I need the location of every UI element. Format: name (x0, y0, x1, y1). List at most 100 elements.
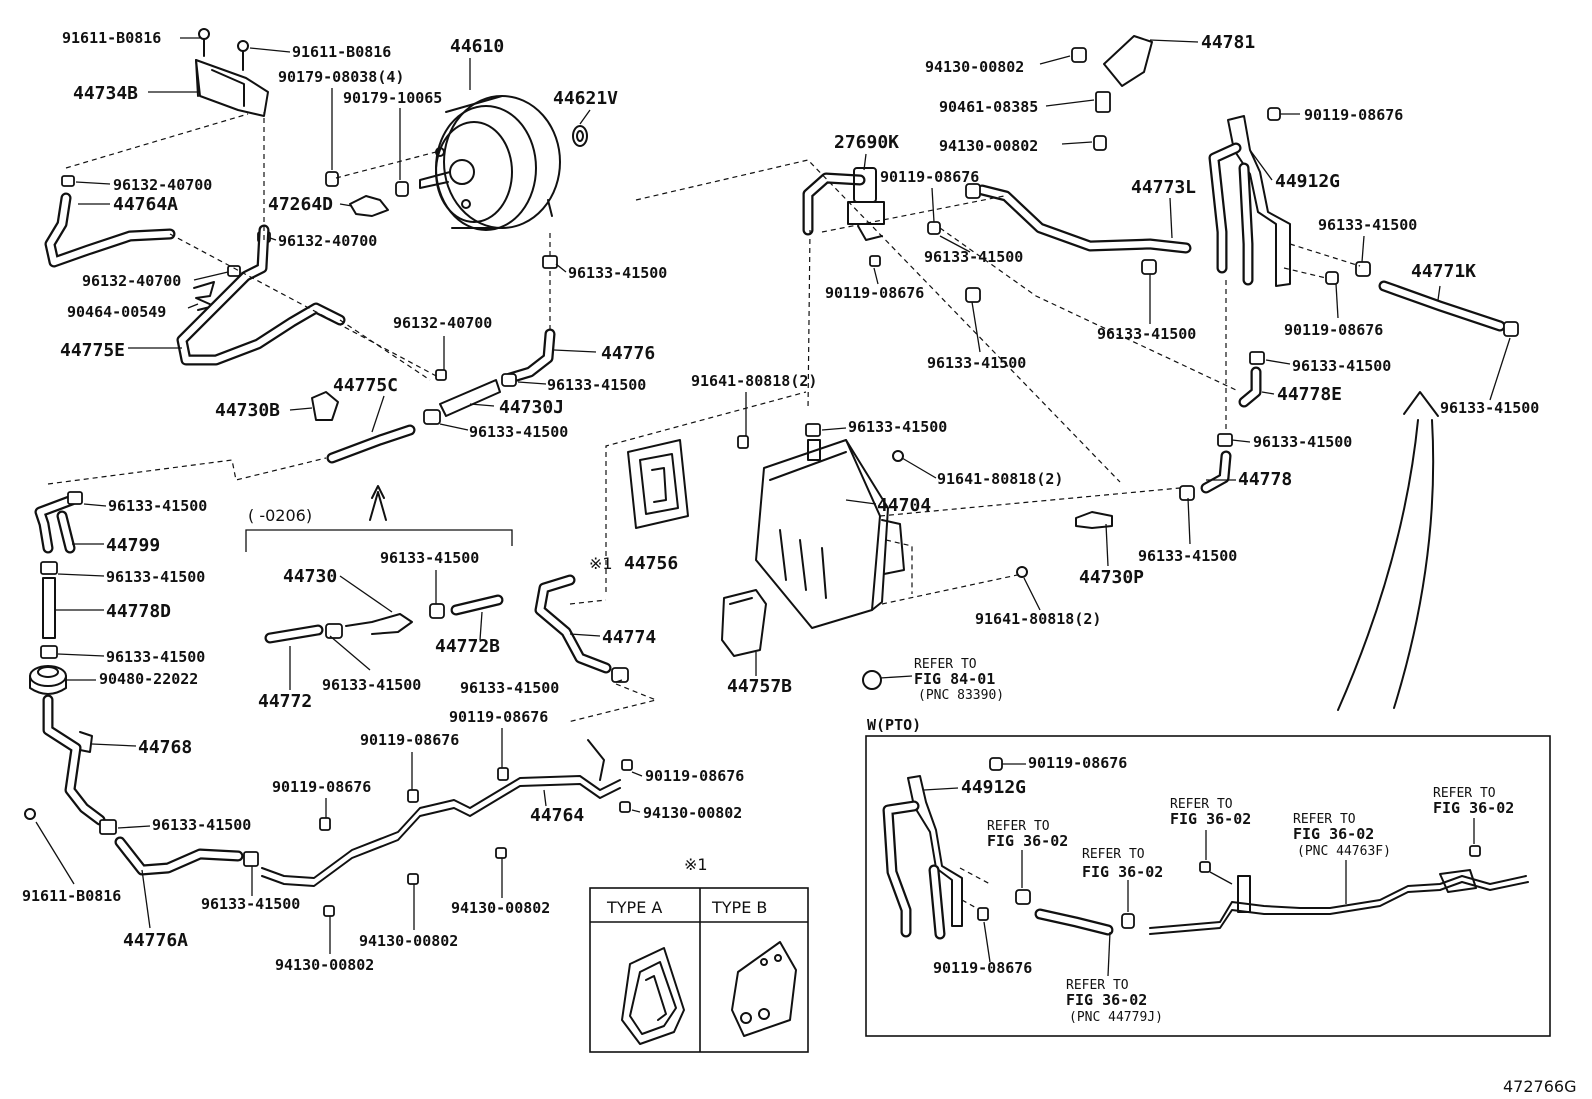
label-94130-e: 94130-00802 (925, 58, 1024, 76)
label-44772b: 44772B (435, 636, 500, 657)
label-96132-d: 96132-40700 (393, 314, 492, 332)
label-44764a: 44764A (113, 194, 178, 215)
wpto-inset-box (865, 735, 1551, 1037)
label-refer-a2: FIG 84-01 (914, 670, 995, 688)
label-96133-m: 96133-41500 (924, 248, 1023, 266)
hose-44774 (534, 574, 629, 683)
label-90119-e: 90119-08676 (880, 168, 979, 186)
label-96132-b: 96132-40700 (278, 232, 377, 250)
label-90480: 90480-22022 (99, 670, 198, 688)
label-96133-d: 96133-41500 (108, 497, 207, 515)
label-94130-b: 94130-00802 (451, 899, 550, 917)
label-wpto: W(PTO) (867, 716, 921, 734)
label-90461: 90461-08385 (939, 98, 1038, 116)
dashed-guide-lines (47, 112, 1361, 723)
label-90119-c: 90119-08676 (449, 708, 548, 726)
hose-44799 (34, 491, 83, 554)
label-90464: 90464-00549 (67, 303, 166, 321)
vacuum-tank-44704 (755, 423, 1028, 690)
type-variant-box (589, 887, 809, 1053)
label-44768: 44768 (138, 737, 192, 758)
label-44912g-b: 44912G (961, 777, 1026, 798)
pipe-44768 (42, 694, 106, 826)
label-91641-c: 91641-80818(2) (975, 610, 1101, 628)
label-47264d: 47264D (268, 194, 333, 215)
label-90119-i: 90119-08676 (1028, 754, 1127, 772)
label-44610: 44610 (450, 36, 504, 57)
label-44774: 44774 (602, 627, 656, 648)
label-refer-a3: (PNC 83390) (918, 688, 1004, 703)
label-44730p: 44730P (1079, 567, 1144, 588)
part-labels: 91611-B0816 91611-B0816 44610 44734B 90179-0… (22, 29, 1576, 1096)
bracket-44734b (195, 28, 269, 117)
label-refer-b1: REFER TO (987, 819, 1050, 834)
label-96133-c: 96133-41500 (469, 423, 568, 441)
label-44764: 44764 (530, 805, 584, 826)
label-96133-f: 96133-41500 (106, 568, 205, 586)
pipe-44778 (1179, 433, 1233, 501)
label-fig-code: 472766G (1503, 1077, 1576, 1096)
label-96133-r: 96133-41500 (1440, 399, 1539, 417)
label-90179-b: 90179-10065 (343, 89, 442, 107)
label-refer-c2: FIG 36-02 (1082, 863, 1163, 881)
label-91611-c: 91611-B0816 (22, 887, 121, 905)
label-96133-g: 96133-41500 (106, 648, 205, 666)
label-44799: 44799 (106, 535, 160, 556)
label-44757b: 44757B (727, 676, 792, 697)
label-44730b: 44730B (215, 400, 280, 421)
label-96133-n: 96133-41500 (927, 354, 1026, 372)
label-94130-d: 94130-00802 (275, 956, 374, 974)
label-44775c: 44775C (333, 375, 398, 396)
label-refer-g2: FIG 36-02 (1066, 991, 1147, 1009)
label-star1-top: ※1 (684, 855, 708, 874)
label-90119-b: 90119-08676 (360, 731, 459, 749)
label-0206: ( -0206) (248, 506, 312, 525)
label-91611-a: 91611-B0816 (62, 29, 161, 47)
label-90119-f: 90119-08676 (825, 284, 924, 302)
label-90179-a: 90179-08038(4) (278, 68, 404, 86)
label-91611-b: 91611-B0816 (292, 43, 391, 61)
label-refer-c1: REFER TO (1082, 847, 1145, 862)
label-44730j: 44730J (499, 397, 564, 418)
label-44773l: 44773L (1131, 177, 1196, 198)
label-refer-e2: FIG 36-02 (1293, 825, 1374, 843)
label-44734b: 44734B (73, 83, 138, 104)
valve-44730p (1075, 511, 1113, 529)
label-44772: 44772 (258, 691, 312, 712)
label-type-b: TYPE B (711, 898, 767, 917)
pipe-44778d (40, 561, 58, 659)
label-96132-c: 96132-40700 (82, 272, 181, 290)
bracket-44756 (627, 435, 749, 529)
label-type-a: TYPE A (606, 898, 662, 917)
bracket-44912g-upper (1208, 107, 1371, 287)
label-90119-d: 90119-08676 (645, 767, 744, 785)
label-96133-s: 96133-41500 (1253, 433, 1352, 451)
variant-0206-group (245, 485, 513, 644)
label-refer-g1: REFER TO (1066, 978, 1129, 993)
hose-44773l (965, 183, 1192, 303)
leader-lines (35, 37, 1511, 954)
hose-44776a (24, 808, 259, 876)
label-44771k: 44771K (1411, 261, 1476, 282)
label-96133-i: 96133-41500 (152, 816, 251, 834)
label-94130-a: 94130-00802 (643, 804, 742, 822)
label-94130-c: 94130-00802 (359, 932, 458, 950)
label-27690k: 27690K (834, 132, 899, 153)
label-refer-b2: FIG 36-02 (987, 832, 1068, 850)
hose-44771k (1378, 280, 1519, 337)
label-96133-a: 96133-41500 (568, 264, 667, 282)
hose-44775c (326, 424, 416, 464)
label-44730: 44730 (283, 566, 337, 587)
label-refer-a1: REFER TO (914, 657, 977, 672)
label-refer-f1: REFER TO (1433, 786, 1496, 801)
label-44756: 44756 (624, 553, 678, 574)
pipe-44764 (261, 739, 633, 917)
valve-44730j (423, 369, 517, 425)
label-44781: 44781 (1201, 32, 1255, 53)
label-90119-j: 90119-08676 (933, 959, 1032, 977)
grommet-90480 (29, 665, 67, 695)
label-91641-b: 91641-80818(2) (937, 470, 1063, 488)
label-44776a: 44776A (123, 930, 188, 951)
label-refer-e1: REFER TO (1293, 812, 1356, 827)
